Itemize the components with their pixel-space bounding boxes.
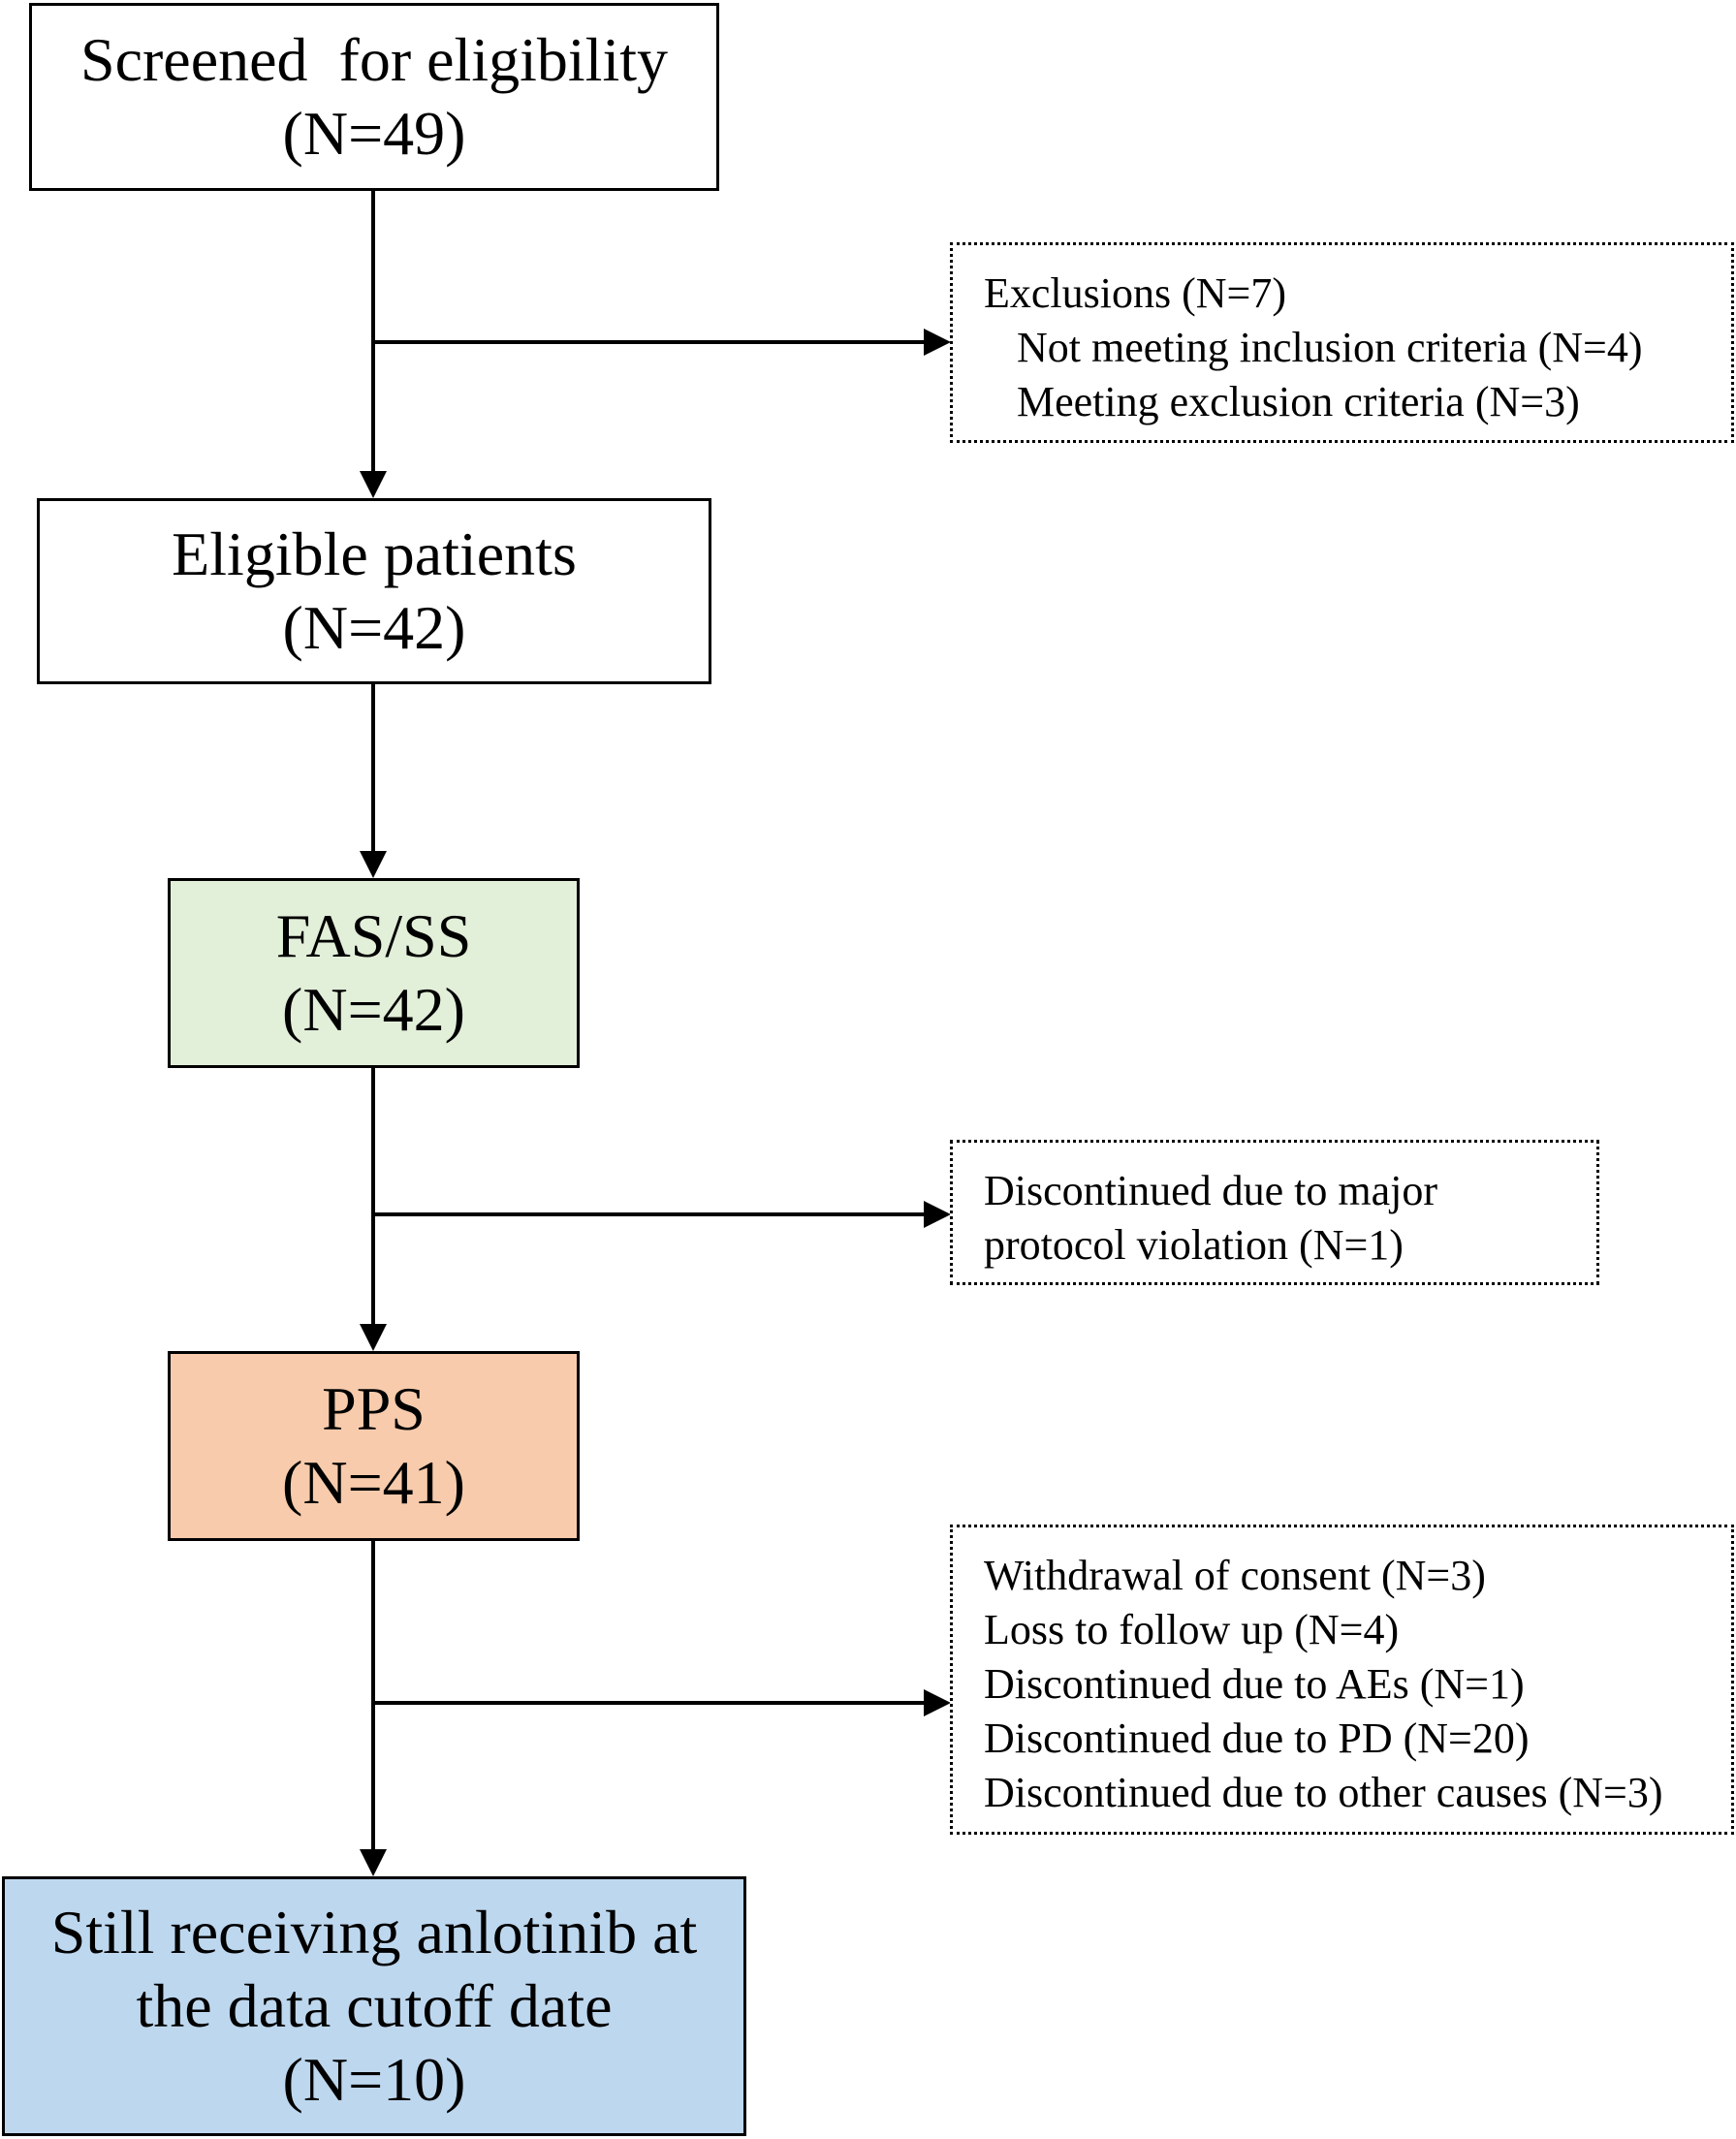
- violation-box: Discontinued due to major protocol viola…: [950, 1140, 1599, 1285]
- exclusions-item: Meeting exclusion criteria (N=3): [1017, 378, 1580, 425]
- withdrawal-reason: Loss to follow up (N=4): [984, 1606, 1400, 1653]
- arrowhead-pps: [360, 1324, 387, 1351]
- exclusions-box: Exclusions (N=7) Not meeting inclusion c…: [950, 242, 1734, 443]
- screened-count: (N=49): [282, 99, 466, 168]
- eligible-count: (N=42): [282, 593, 466, 662]
- arrowhead-fas: [360, 851, 387, 878]
- eligible-label: Eligible patients: [172, 519, 577, 588]
- arrowhead-eligible: [360, 471, 387, 498]
- withdrawals-box: Withdrawal of consent (N=3) Loss to foll…: [950, 1525, 1734, 1835]
- pps-count: (N=41): [282, 1448, 465, 1517]
- withdrawal-reason: Discontinued due to other causes (N=3): [984, 1769, 1663, 1816]
- arrowhead-exclusions: [924, 329, 951, 356]
- violation-line: Discontinued due to major: [984, 1167, 1438, 1214]
- fas-box: FAS/SS (N=42): [168, 878, 580, 1068]
- pps-box: PPS (N=41): [168, 1351, 580, 1541]
- withdrawal-reason: Discontinued due to AEs (N=1): [984, 1660, 1525, 1708]
- arrowhead-violation: [924, 1201, 951, 1228]
- screened-box: Screened for eligibility (N=49): [29, 3, 719, 191]
- fas-count: (N=42): [282, 975, 465, 1044]
- withdrawal-reason: Withdrawal of consent (N=3): [984, 1552, 1486, 1599]
- exclusions-item: Not meeting inclusion criteria (N=4): [1017, 324, 1643, 371]
- withdrawal-reason: Discontinued due to PD (N=20): [984, 1714, 1530, 1762]
- eligible-box: Eligible patients (N=42): [37, 498, 711, 684]
- violation-line: protocol violation (N=1): [984, 1221, 1404, 1269]
- exclusions-title: Exclusions (N=7): [984, 269, 1286, 317]
- final-label: Still receiving anlotinib at: [50, 1898, 698, 1966]
- final-box: Still receiving anlotinib at the data cu…: [2, 1876, 746, 2136]
- arrowhead-withdrawals: [924, 1689, 951, 1716]
- arrowhead-final: [360, 1849, 387, 1876]
- fas-label: FAS/SS: [275, 901, 472, 970]
- screened-label: Screened for eligibility: [79, 25, 669, 94]
- pps-label: PPS: [322, 1374, 426, 1443]
- final-label: the data cutoff date: [136, 1971, 613, 2040]
- final-count: (N=10): [282, 2045, 466, 2114]
